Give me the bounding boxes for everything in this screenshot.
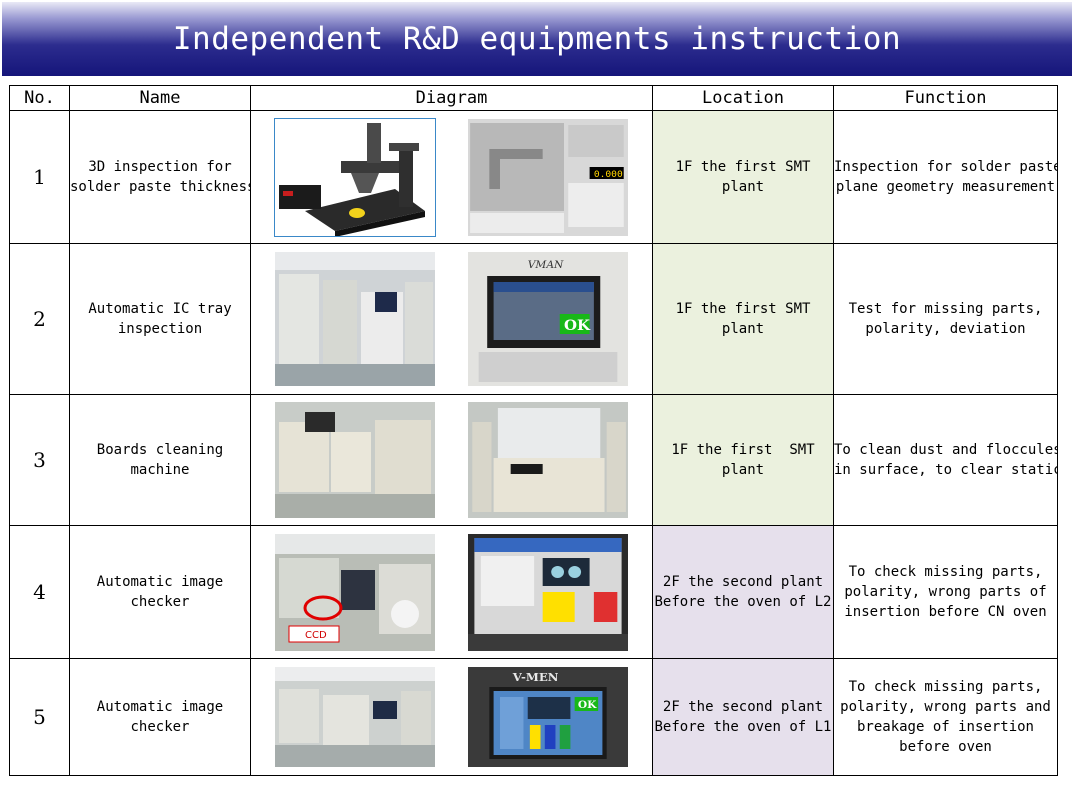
location-line: 2F the second plant [662,574,824,590]
function-cell: To clean dust and floccules in surface, … [833,394,1058,526]
table-row: 3 Boards cleaning machine [9,394,1058,526]
header-location: Location [652,85,834,111]
factory-photo [467,402,628,518]
row-number: 3 [9,394,70,526]
name-line: checker [130,594,190,610]
factory-photo [275,252,436,386]
diagram-cell: CCD [250,525,653,659]
page-title: Independent R&D equipments instruction [172,21,902,57]
location-line: Before the oven of L1 [654,719,832,735]
name-line: Boards cleaning [96,442,224,458]
name-line: checker [130,719,190,735]
location-line: Before the oven of L2 [654,594,832,610]
diagram-cell: V-MEN OK [250,658,653,776]
location-cell: 1F the first SMT plant [652,110,834,244]
name-line: inspection [117,321,203,337]
screen-brand: V-MEN [512,670,559,684]
function-line: polarity, deviation [865,321,1026,337]
location-line: 1F the first SMT [675,301,811,317]
diagram-cell [250,394,653,526]
software-screenshot: 0.000 [467,118,628,236]
header-row: No. Name Diagram Location Function [9,85,1058,111]
ccd-label: CCD [305,630,327,641]
equipment-name: Automatic image checker [69,658,251,776]
equipment-table: No. Name Diagram Location Function 1 3D … [9,85,1058,776]
factory-photo: CCD [275,533,436,651]
location-cell: 1F the first SMT plant [652,394,834,526]
name-line: machine [130,462,190,478]
name-line: Automatic image [96,699,224,715]
row-number: 2 [9,243,70,395]
equipment-name: 3D inspection for solder paste thickness [69,110,251,244]
monitor-photo [467,533,628,651]
function-cell: Inspection for solder paste、 plane geome… [833,110,1058,244]
function-line: plane geometry measurement [835,179,1056,195]
location-cell: 2F the second plant Before the oven of L… [652,658,834,776]
location-line: plant [721,321,765,337]
screen-ok: OK [578,699,598,711]
factory-photo [275,402,436,518]
row-number: 4 [9,525,70,659]
function-cell: To check missing parts, polarity, wrong … [833,658,1058,776]
row-number: 5 [9,658,70,776]
function-line: To clean dust and floccules [834,442,1058,458]
function-line: before oven [899,739,992,755]
monitor-photo: V-MEN OK [467,667,628,767]
location-line: plant [721,179,765,195]
location-line: plant [721,462,765,478]
name-line: Automatic image [96,574,224,590]
name-line: Automatic IC tray [88,301,232,317]
function-line: polarity, wrong parts and [840,699,1051,715]
location-line: 1F the first SMT [671,442,815,458]
name-line: 3D inspection for [88,159,232,175]
table-row: 1 3D inspection for solder paste thickne… [9,110,1058,244]
location-line: 2F the second plant [662,699,824,715]
function-line: insertion before CN oven [844,604,1047,620]
diagram-cell: VMAN OK [250,243,653,395]
title-banner: Independent R&D equipments instruction [2,2,1072,76]
table-row: 4 Automatic image checker CCD [9,525,1058,659]
name-line: solder paste thickness [70,179,251,195]
function-line: Inspection for solder paste、 [834,159,1058,175]
function-line: Test for missing parts, [848,301,1043,317]
header-no: No. [9,85,70,111]
header-function: Function [833,85,1058,111]
function-cell: To check missing parts, polarity, wrong … [833,525,1058,659]
screen-ok: OK [564,317,591,333]
diagram-cell: 0.000 [250,110,653,244]
header-name: Name [69,85,251,111]
factory-photo [275,667,436,767]
function-line: To check missing parts, [848,564,1043,580]
function-line: breakage of insertion [856,719,1034,735]
header-diagram: Diagram [250,85,653,111]
function-line: in surface, to clear static [834,462,1058,478]
table-row: 2 Automatic IC tray inspection [9,243,1058,395]
location-cell: 2F the second plant Before the oven of L… [652,525,834,659]
function-line: polarity, wrong parts of [844,584,1047,600]
location-cell: 1F the first SMT plant [652,243,834,395]
screen-brand: VMAN [527,259,564,271]
location-line: 1F the first SMT [675,159,811,175]
monitor-photo: VMAN OK [467,252,628,386]
function-line: To check missing parts, [848,679,1043,695]
function-cell: Test for missing parts, polarity, deviat… [833,243,1058,395]
inspection-machine-render [274,117,437,237]
table-row: 5 Automatic image checker [9,658,1058,776]
equipment-name: Automatic IC tray inspection [69,243,251,395]
equipment-name: Boards cleaning machine [69,394,251,526]
equipment-name: Automatic image checker [69,525,251,659]
screen-value: 0.000 [594,169,623,180]
row-number: 1 [9,110,70,244]
